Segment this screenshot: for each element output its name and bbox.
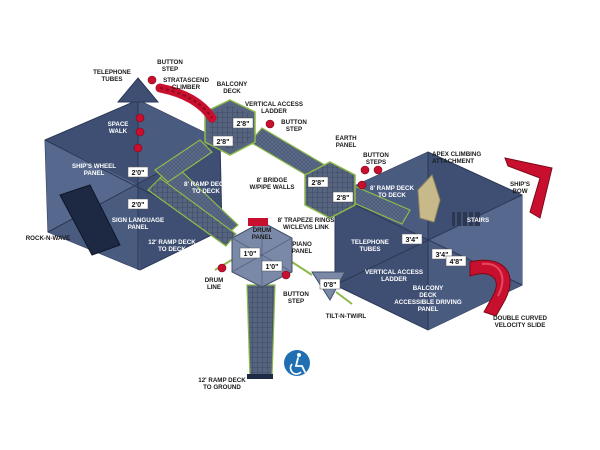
mid-deck [304,161,356,219]
height-label: 0'8" [323,280,336,289]
height-label: 2'8" [311,178,324,187]
button-step-dot [133,143,143,153]
rock-n-wave [59,184,121,256]
height-label: 2'8" [336,193,349,202]
stairs [452,212,480,226]
height-markers: 2'8" 2'8" 2'0" 2'0" 2'8" 2'8" 1'0" 1'0" … [127,117,467,290]
button-step-dot [135,113,145,123]
height-label: 2'0" [131,168,144,177]
button-step-dot [135,127,145,137]
button-step-dot [217,263,227,273]
button-step-dot [373,165,383,175]
label-rock-n-wave: ROCK-N-WAVE [26,235,71,242]
stratascend-climber [155,83,217,123]
height-label: 3'4" [405,235,418,244]
button-step-dot [265,119,275,129]
button-step-dot [147,75,157,85]
button-step-dot [360,165,370,175]
height-label: 2'8" [236,119,249,128]
telephone-tubes-roof [116,77,160,103]
button-step-dot [281,270,291,280]
apex-climbing-attachment [417,174,441,223]
double-curved-velocity-slide [469,259,511,317]
height-label: 4'8" [449,257,462,266]
accessibility-icon [284,350,310,376]
height-label: 1'0" [243,249,256,258]
height-label: 1'0" [265,262,278,271]
height-label: 2'8" [216,137,229,146]
walkways [147,127,411,379]
label-stairs: STAIRS [467,217,489,224]
label-tilt-n-twirl: TILT-N-TWIRL [326,313,367,320]
button-step-dot [357,180,367,190]
height-label: 3'4" [435,250,448,259]
ships-bow [504,157,553,219]
drum-deck-red-panel [248,218,268,226]
height-label: 2'0" [131,200,144,209]
